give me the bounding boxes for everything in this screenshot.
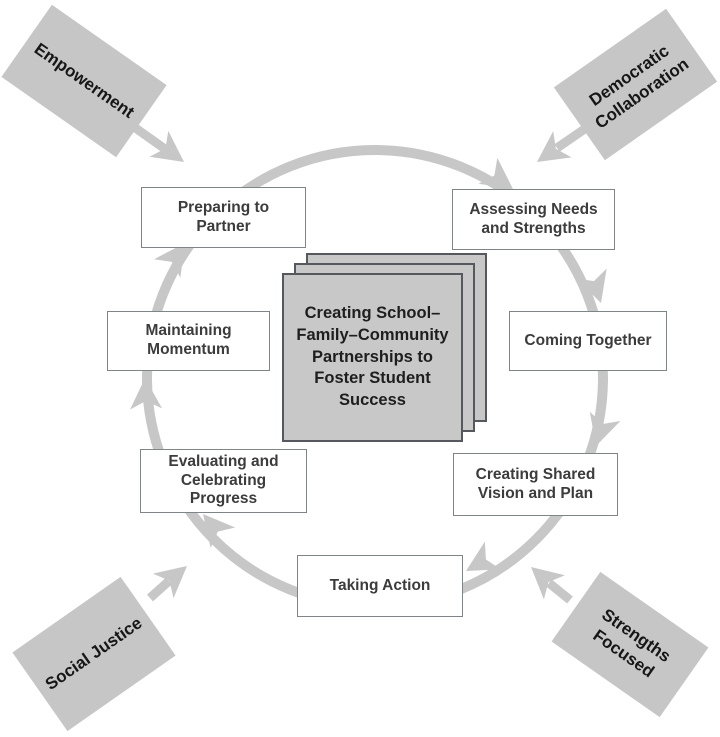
step-box-taking-action: Taking Action xyxy=(297,555,463,617)
step-box-maintaining-momentum: Maintaining Momentum xyxy=(107,311,270,371)
principle-label: Social Justice xyxy=(42,613,146,695)
step-label: Assessing Needs and Strengths xyxy=(469,200,598,237)
empowerment-arrow xyxy=(131,123,194,175)
step-box-assessing-needs-and-strengths: Assessing Needs and Strengths xyxy=(452,189,615,250)
principle-label: Strengths Focused xyxy=(589,605,675,681)
step-label: Preparing to Partner xyxy=(177,198,270,235)
step-box-evaluating-and-celebrating-progress: Evaluating and Celebrating Progress xyxy=(140,449,307,513)
democratic-collaboration-arrow xyxy=(527,124,589,176)
step-box-coming-together: Coming Together xyxy=(509,311,667,371)
step-box-creating-shared-vision-and-plan: Creating Shared Vision and Plan xyxy=(453,453,618,516)
step-label: Taking Action xyxy=(329,576,431,594)
step-box-preparing-to-partner: Preparing to Partner xyxy=(141,187,306,248)
social-justice-arrow xyxy=(146,553,198,602)
step-label: Evaluating and Celebrating Progress xyxy=(168,452,279,508)
step-label: Coming Together xyxy=(524,331,652,349)
step-label: Maintaining Momentum xyxy=(145,322,232,358)
step-label: Creating Shared Vision and Plan xyxy=(475,465,596,502)
principle-arrows xyxy=(131,123,589,604)
center-stack-card-front: Creating School– Family–Community Partne… xyxy=(282,273,463,442)
strengths-focused-arrow xyxy=(520,554,573,604)
center-title: Creating School– Family–Community Partne… xyxy=(296,304,449,410)
